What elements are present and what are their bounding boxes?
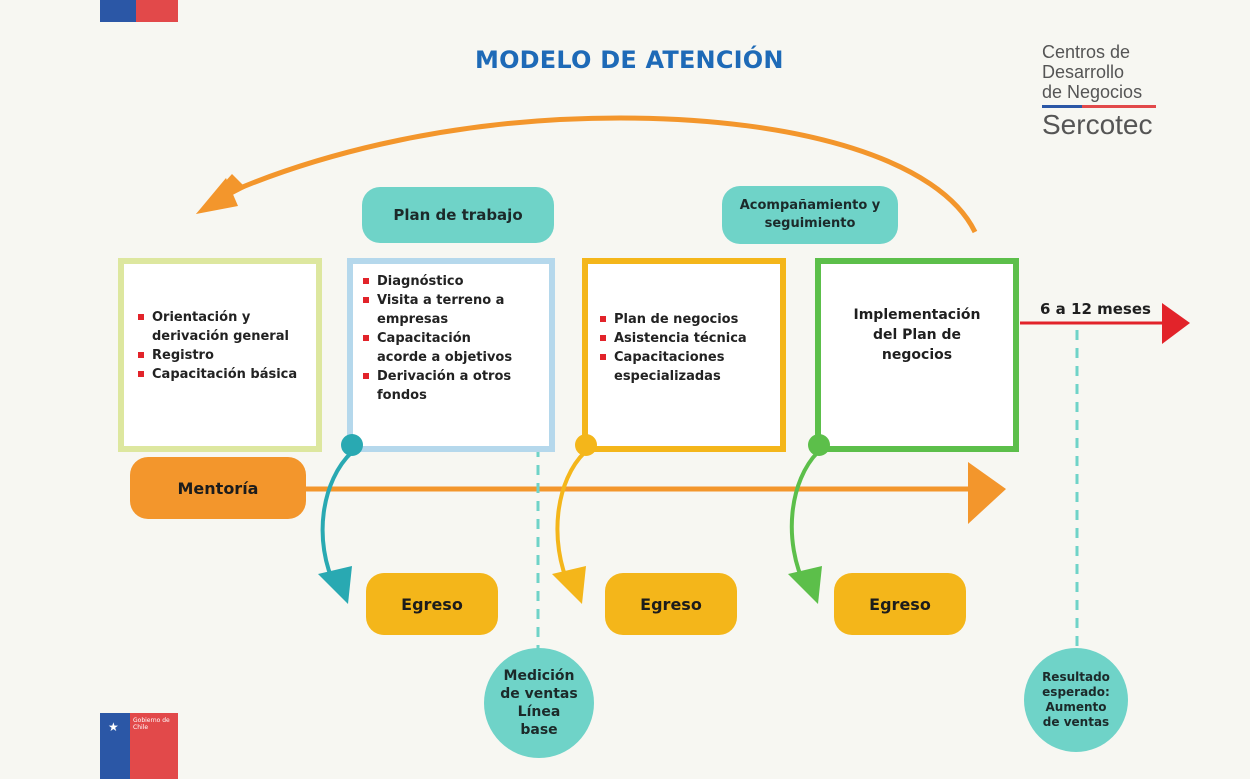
implementation-text: Implementación del Plan de negocios [853,307,981,363]
stage-box-orientacion: Orientación y derivación general Registr… [118,258,322,452]
time-arrow-head [1162,303,1190,344]
list-item: Orientación y derivación general [138,308,316,346]
exit-head-yellow [552,566,586,604]
gobierno-logo: ★ Gobierno de Chile [100,713,178,779]
brand-line-3: de Negocios [1042,82,1143,102]
brand-logo: Centros de Desarrollo de Negocios Sercot… [1042,42,1156,140]
plan-trabajo-pill: Plan de trabajo [362,187,554,243]
acompanamiento-pill: Acompañamiento y seguimiento [722,186,898,244]
star-icon: ★ [108,720,119,734]
return-arrow-head-2 [196,178,238,214]
stage-box-diagnostico: Diagnóstico Visita a terreno a empresas … [347,258,555,452]
mentoria-arrow-head [968,462,1006,524]
brand-line-2: Desarrollo [1042,62,1125,82]
flag-strip [100,0,178,22]
list-item: Capacitaciones especializadas [600,348,780,386]
exit-head-teal [318,566,352,604]
gobierno-label: Gobierno de Chile [130,713,178,779]
list-item: Diagnóstico [363,272,523,291]
dot-teal [341,434,363,456]
brand-line-1: Centros de [1042,42,1131,62]
dot-yellow [575,434,597,456]
dot-green [808,434,830,456]
list-item: Derivación a otros fondos [363,367,523,405]
list-item: Plan de negocios [600,310,780,329]
page-title: MODELO DE ATENCIÓN [475,46,784,74]
exit-curve-teal [320,450,354,589]
egreso-pill-2: Egreso [605,573,737,635]
mentoria-pill: Mentoría [130,457,306,519]
list-item: Registro [138,346,316,365]
brand-name: Sercotec [1042,109,1153,140]
stage-box-plan-negocios: Plan de negocios Asistencia técnica Capa… [582,258,786,452]
exit-head-green [788,566,822,604]
return-arrow [210,115,978,234]
exit-curve-green [789,450,820,589]
list-item: Capacitación acorde a objetivos [363,329,523,367]
list-item: Capacitación básica [138,365,316,384]
medicion-circle: Medición de ventas Línea base [484,648,594,758]
resultado-circle: Resultado esperado: Aumento de ventas [1024,648,1128,752]
brand-rule [1042,105,1156,108]
egreso-pill-1: Egreso [366,573,498,635]
list-item: Visita a terreno a empresas [363,291,523,329]
list-item: Asistencia técnica [600,329,780,348]
exit-curve-yellow [555,450,587,589]
egreso-pill-3: Egreso [834,573,966,635]
duration-label: 6 a 12 meses [1040,300,1151,318]
stage-box-implementacion: Implementación del Plan de negocios [815,258,1019,452]
